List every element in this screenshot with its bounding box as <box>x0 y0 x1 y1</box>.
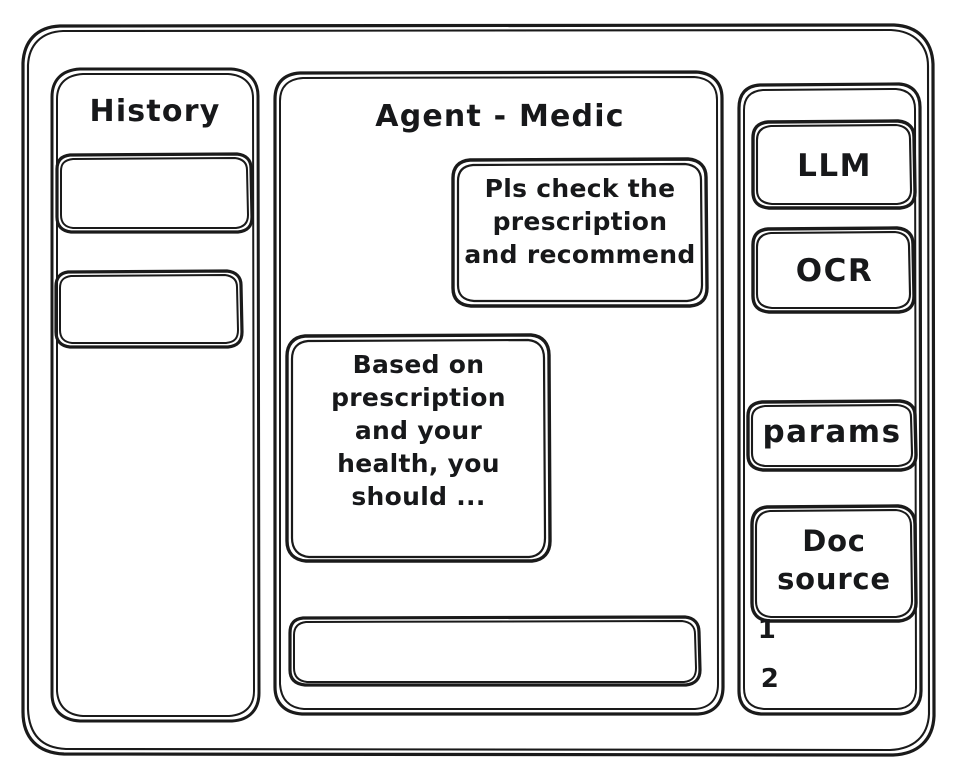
history-item[interactable] <box>58 152 251 231</box>
tool-label-llm: LLM <box>797 148 872 184</box>
user-message-text: Pls check the prescription and recommend <box>464 174 696 269</box>
agent-title: Agent - Medic <box>375 99 625 134</box>
history-item[interactable] <box>55 270 242 347</box>
history-panel-title: History <box>89 94 221 129</box>
message-input[interactable] <box>290 616 736 686</box>
doc-source-label: Doc source <box>777 524 891 596</box>
agent-message-text: Based on prescription and your health, y… <box>331 350 506 511</box>
tool-label-ocr: OCR <box>795 253 874 289</box>
tool-label-params: params <box>762 414 902 450</box>
doc-source-list-item[interactable]: 2 <box>760 664 780 694</box>
doc-source-list-item[interactable]: 1 <box>757 615 777 645</box>
